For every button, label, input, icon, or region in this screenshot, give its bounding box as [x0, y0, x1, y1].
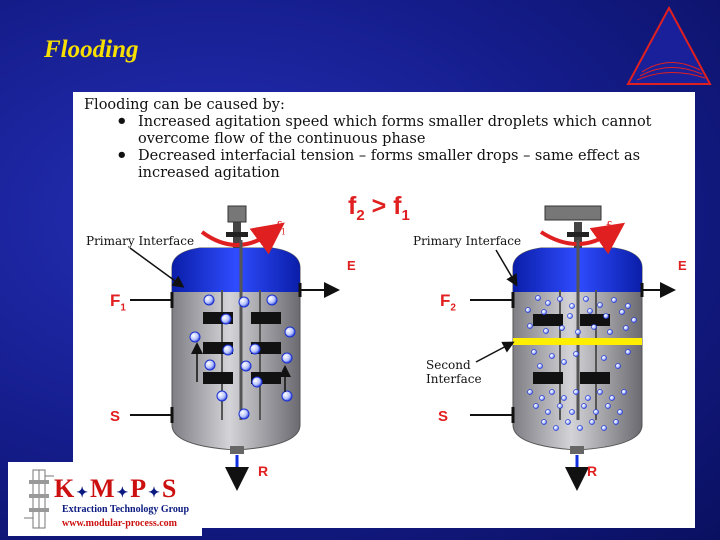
second-interface-band [513, 338, 642, 345]
cause-list: Flooding can be caused by: Increased agi… [84, 97, 684, 182]
left-primary-interface-label: Primary Interface [86, 234, 195, 248]
right-speed-label: f2 [606, 220, 616, 237]
left-tank [129, 205, 340, 491]
intro-text: Flooding can be caused by: [84, 97, 285, 113]
second-interface-label: Second Interface [426, 358, 482, 386]
left-feed-label: F1 [110, 291, 126, 314]
bullet-item: Increased agitation speed which forms sm… [116, 113, 684, 148]
kmps-group-text: Extraction Technology Group [62, 504, 190, 515]
left-s-label: S [110, 408, 121, 425]
right-tank [470, 205, 676, 491]
left-organic-layer [172, 248, 300, 292]
equation: f2 > f1 [348, 192, 410, 224]
right-e-label: E [678, 258, 687, 273]
equation-box [318, 185, 448, 225]
right-droplets [525, 295, 637, 431]
right-feed-label: F2 [440, 291, 456, 314]
left-r-label: R [258, 463, 269, 479]
kmps-url-link[interactable]: www.modular-process.com [62, 518, 177, 529]
slide-title: Flooding [44, 36, 139, 63]
kmps-logo: K✦M✦P✦S Extraction Technology Group www.… [8, 462, 202, 536]
right-r-label: R [587, 463, 598, 479]
left-e-label: E [347, 258, 356, 273]
column-schematic-icon [24, 469, 54, 529]
kmps-brand: K✦M✦P✦S [54, 474, 179, 503]
bullet-item: Decreased interfacial tension – forms sm… [116, 147, 684, 182]
right-primary-interface-label: Primary Interface [413, 234, 522, 248]
corner-logo-icon [626, 5, 712, 85]
right-s-label: S [438, 408, 449, 425]
left-speed-label: f1 [276, 220, 286, 237]
